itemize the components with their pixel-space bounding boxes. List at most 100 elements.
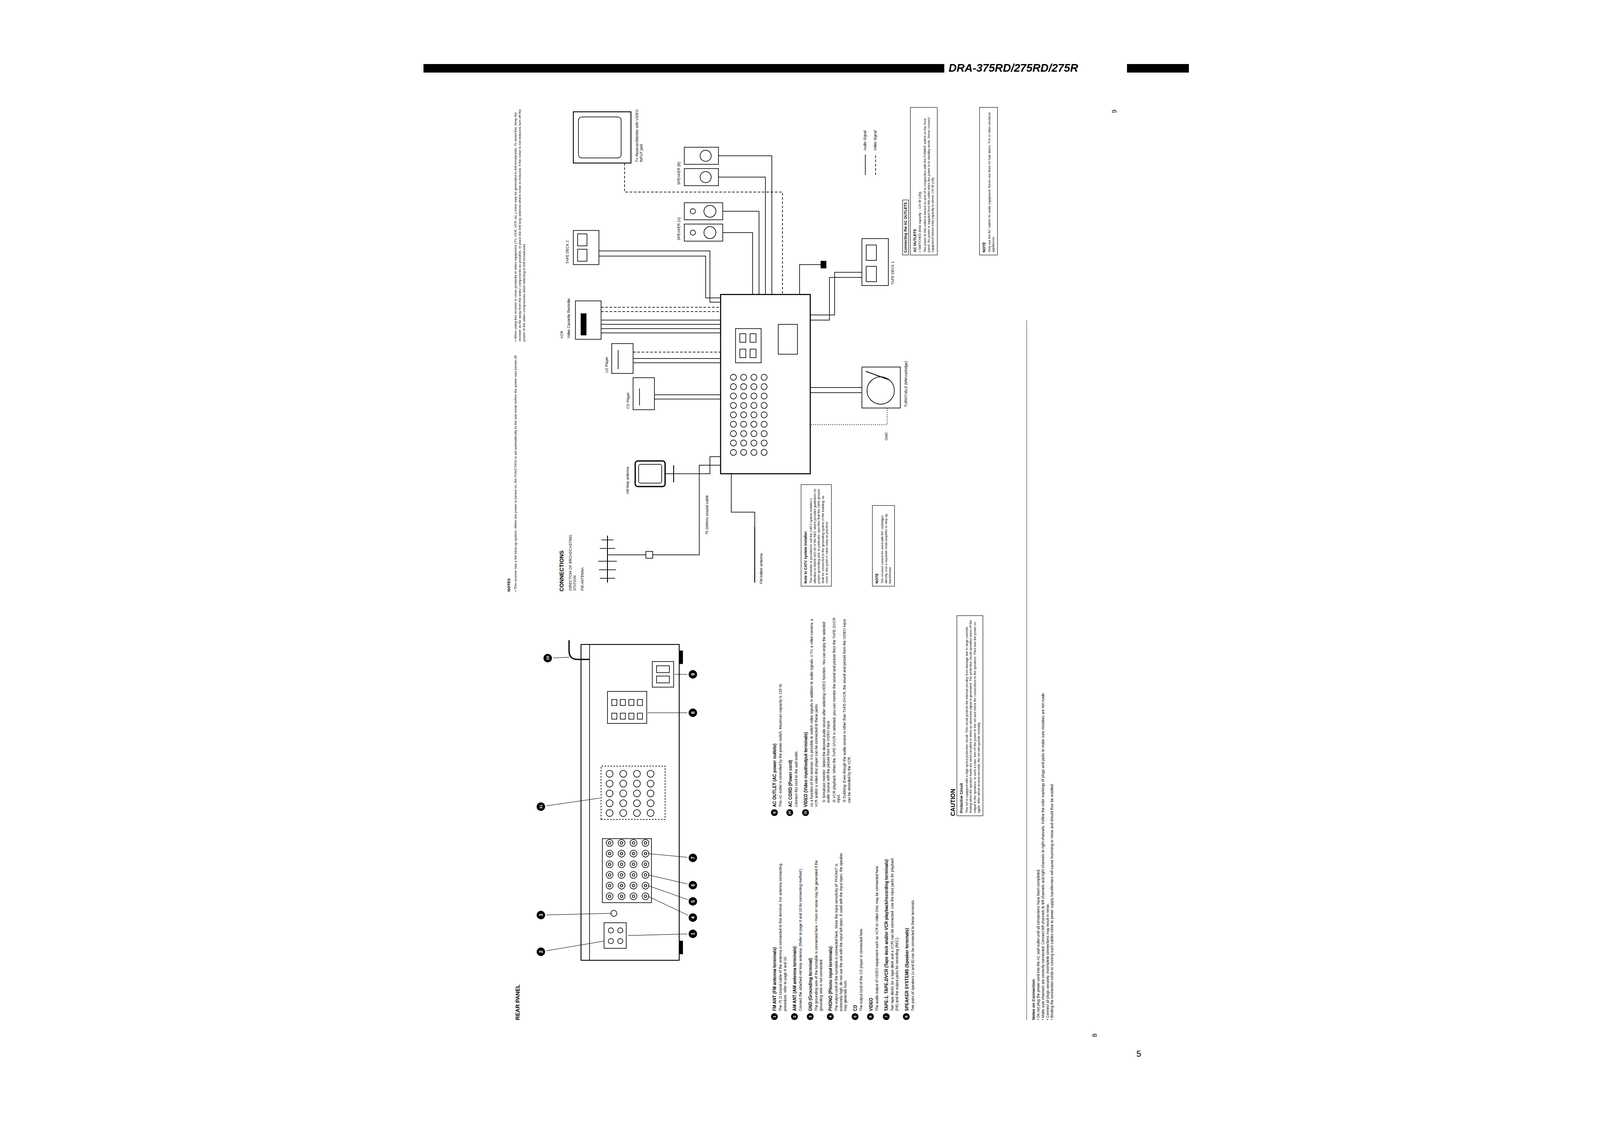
note-heading: Note to CATV system installer: xyxy=(803,487,809,584)
am-lead xyxy=(673,456,721,474)
note-heading: CAUTION xyxy=(948,615,957,817)
part-label: DIRECTION OF BROADCASTING STATION xyxy=(568,525,577,592)
rca-jack xyxy=(606,861,614,868)
leader-line xyxy=(648,885,688,900)
item-heading: VIDEO xyxy=(868,998,874,1012)
rca-jack xyxy=(647,800,655,807)
cassette-window xyxy=(866,245,877,261)
ac-outlet xyxy=(652,661,674,688)
rca-jack-pin xyxy=(620,863,623,866)
tweeter xyxy=(690,230,696,236)
rca-jack xyxy=(730,402,737,409)
rca-jack xyxy=(618,882,625,890)
screw xyxy=(617,938,623,944)
note-heading: Connecting the AC OUTLETS xyxy=(902,199,909,256)
callout-number: 6 xyxy=(688,881,698,890)
item-text: The 75 Ω coaxial cable of the antenna is… xyxy=(778,852,788,1012)
callout-number: 3 xyxy=(536,910,546,920)
item-subtext: ② VCR playback: When the TAPE-2/VCR is s… xyxy=(832,615,841,803)
rca-jack xyxy=(750,440,757,447)
callout-number: 5 xyxy=(688,897,698,906)
jack-panel xyxy=(602,838,652,903)
rca-jack-pin xyxy=(644,863,647,866)
callout-number: 2 xyxy=(536,947,546,957)
leader-line xyxy=(647,712,688,714)
part-label: Video Cassette Recorder xyxy=(566,297,571,340)
rca-jack xyxy=(647,790,655,798)
callout-number: 6 xyxy=(867,1013,874,1021)
speaker-terminal xyxy=(628,699,634,706)
cassette-window xyxy=(866,266,877,282)
item-text: This AC outlet is controlled by the powe… xyxy=(778,615,783,808)
note-text: • This receiver has a full back-up syste… xyxy=(513,354,518,592)
antenna-element xyxy=(598,569,617,571)
leader-line xyxy=(627,934,688,936)
item-heading: SPEAKER SYSTEMS (Speaker terminals) xyxy=(904,928,910,1012)
note-text: Protective Circuit xyxy=(959,618,964,814)
item-heading: VIDEO (Video input/output terminals) xyxy=(803,732,809,808)
rca-jack xyxy=(730,421,737,428)
part-label: TV Receiver/Monitor with VIDEO INPUT jac… xyxy=(634,105,644,164)
rca-jack-pin xyxy=(644,873,647,877)
rca-jack-pin xyxy=(620,895,623,898)
rca-jack xyxy=(730,411,737,418)
rca-jack xyxy=(630,871,637,879)
outlet-slot xyxy=(656,676,670,684)
rca-jack-pin xyxy=(608,873,611,877)
rca-jack xyxy=(642,861,649,868)
rca-jack-pin xyxy=(632,841,635,845)
note-heading: NOTE xyxy=(981,110,987,253)
note-box: Note to CATV system installer:This remin… xyxy=(800,484,832,587)
am-loop-inner xyxy=(638,464,662,484)
rca-jack xyxy=(750,383,757,390)
rca-jack xyxy=(642,882,649,890)
item-heading: GND (Grounding terminal) xyxy=(808,958,813,1012)
foot xyxy=(679,941,683,955)
rca-jack xyxy=(606,871,614,879)
part-label: TURNTABLE (MM cartridge) xyxy=(903,360,909,409)
rca-jack xyxy=(619,809,627,817)
rca-jack xyxy=(740,402,747,409)
rca-jack xyxy=(630,839,637,847)
item-text: Connect the attached AM loop antenna. (R… xyxy=(798,852,803,1012)
rca-jack xyxy=(633,780,641,788)
rca-jack-pin xyxy=(644,895,647,898)
cassette-window xyxy=(577,233,587,246)
callout-number: 2 xyxy=(791,1013,798,1021)
note-heading: NOTE xyxy=(874,508,880,584)
header-bar xyxy=(1127,64,1189,73)
rca-jack-pin xyxy=(608,841,611,845)
rca-jack xyxy=(642,871,649,879)
rca-jack xyxy=(647,809,655,817)
woofer xyxy=(703,205,716,218)
speaker-terminal xyxy=(637,699,643,706)
legend-text: Video Signal xyxy=(872,129,878,152)
part-label: TAPE DECK 2 xyxy=(565,239,570,265)
rca-jack-pin xyxy=(644,841,647,845)
rca-jack xyxy=(730,374,737,381)
video-wires xyxy=(601,163,783,353)
indoor-antenna-lead xyxy=(731,473,755,528)
coax-cable xyxy=(607,465,721,555)
rca-jack xyxy=(633,809,641,817)
rca-jack xyxy=(618,861,625,868)
rca-jack xyxy=(761,430,768,437)
rca-jack-pin xyxy=(608,895,611,898)
antenna-element xyxy=(599,548,616,549)
speaker-terminal xyxy=(620,699,626,706)
leader-line xyxy=(553,657,570,658)
bullet-text: • Connect all plugs securely. Incomplete… xyxy=(1045,320,1051,1021)
rca-jack-pin xyxy=(620,873,623,877)
rca-jack xyxy=(642,893,649,900)
leader-line xyxy=(674,674,688,675)
speaker-terminal xyxy=(620,713,626,720)
tape-deck xyxy=(573,230,599,265)
rca-jack xyxy=(618,893,625,900)
text-column: 9AC OUTLET (AC power outlets)This AC out… xyxy=(770,615,853,817)
leader-line xyxy=(546,941,605,952)
part-label: SPEAKER (A) xyxy=(676,216,681,242)
item-heading: AC CORD (Power cord) xyxy=(788,759,793,808)
text-column: Notes on Connection• Do not plug the pow… xyxy=(1030,320,1055,1021)
callout-number: 11 xyxy=(802,809,809,817)
rca-jack xyxy=(619,790,627,798)
